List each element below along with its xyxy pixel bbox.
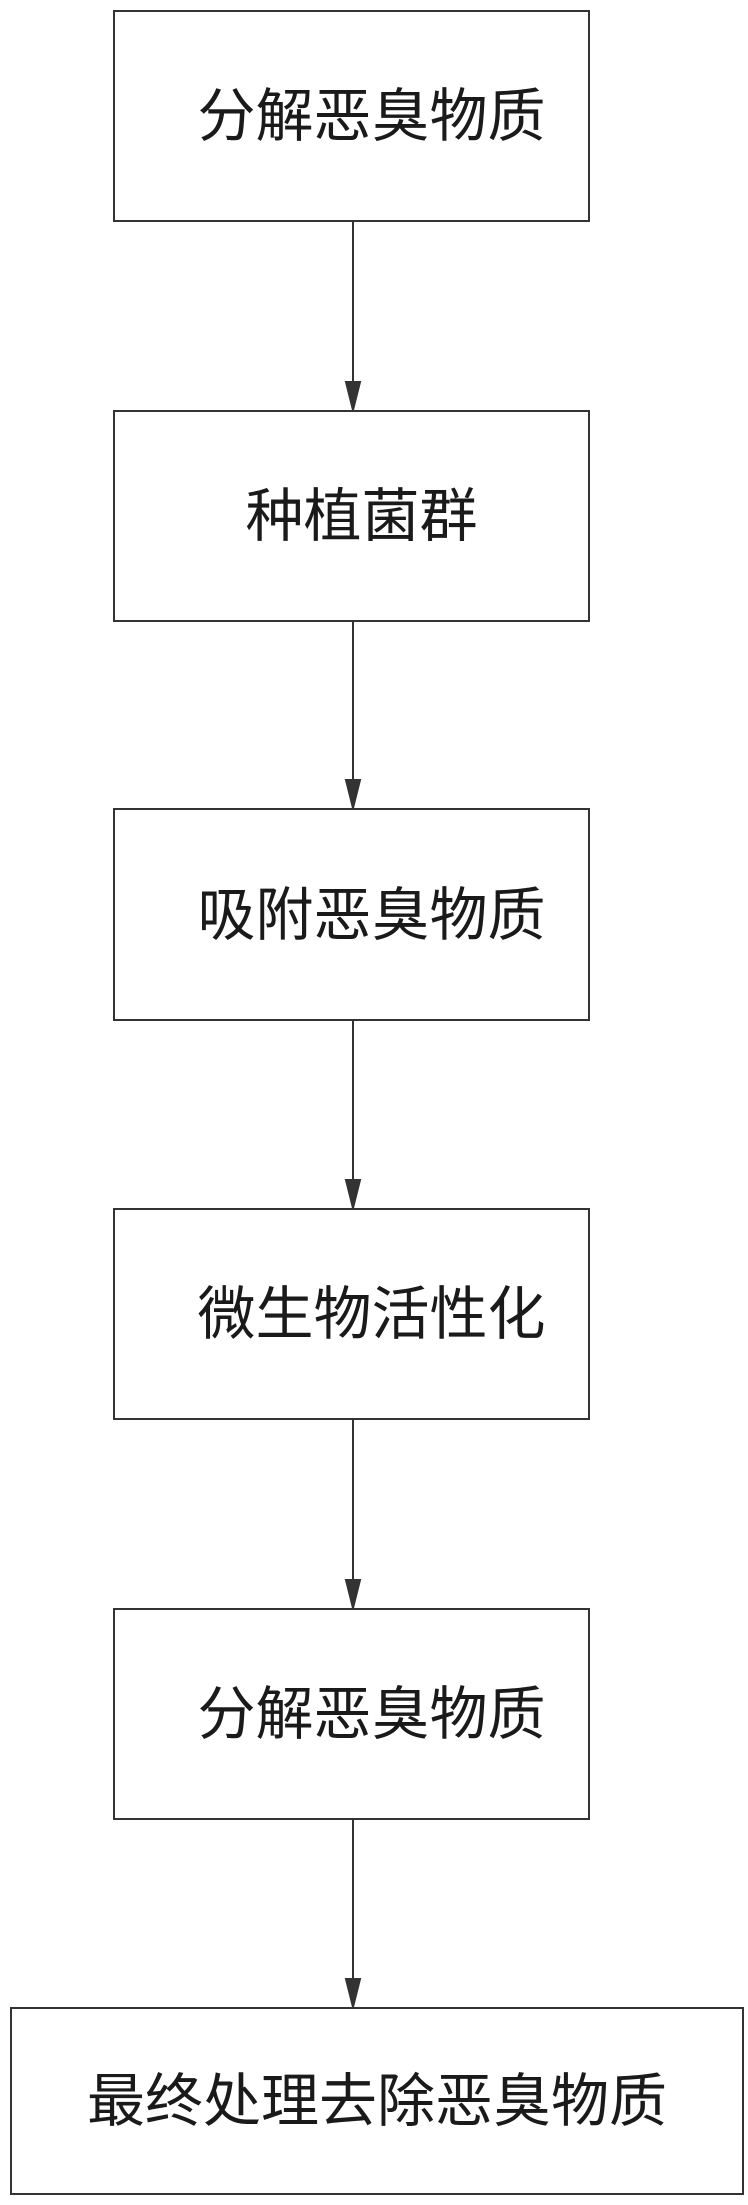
- arrow-4-to-5: [344, 1420, 362, 1609]
- step-box-plant-bacteria: 种植菌群: [113, 410, 590, 622]
- step-box-adsorb-odor: 吸附恶臭物质: [113, 808, 590, 1021]
- step-box-microbe-activation: 微生物活性化: [113, 1208, 590, 1420]
- arrow-5-to-6: [344, 1820, 362, 2008]
- arrow-1-to-2: [344, 222, 362, 411]
- step-label: 微生物活性化: [197, 1280, 546, 1348]
- arrow-2-to-3: [344, 622, 362, 809]
- step-label: 最终处理去除恶臭物质: [86, 2067, 667, 2135]
- step-label: 种植菌群: [245, 482, 478, 550]
- step-box-decompose-odor-second: 分解恶臭物质: [113, 1608, 590, 1820]
- step-box-decompose-odor: 分解恶臭物质: [113, 10, 590, 222]
- arrow-3-to-4: [344, 1021, 362, 1209]
- step-box-final-removal: 最终处理去除恶臭物质: [10, 2007, 744, 2195]
- step-label: 吸附恶臭物质: [197, 880, 546, 949]
- step-label: 分解恶臭物质: [197, 82, 546, 150]
- step-label: 分解恶臭物质: [197, 1680, 546, 1748]
